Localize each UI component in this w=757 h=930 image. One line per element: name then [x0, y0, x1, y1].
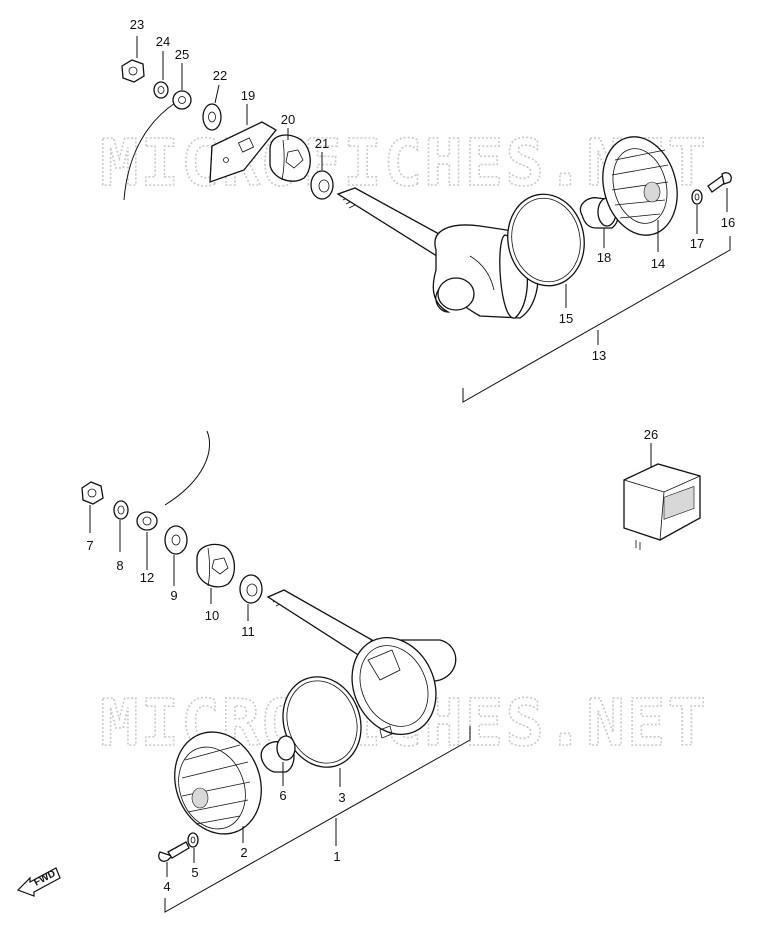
screw-16 [707, 172, 732, 193]
housing-top [336, 187, 539, 319]
oring-3 [282, 676, 362, 768]
callout-17: 17 [690, 236, 704, 251]
callout-2: 2 [240, 845, 247, 860]
washer-24 [153, 81, 169, 99]
callout-12: 12 [140, 570, 154, 585]
screw-4 [158, 841, 190, 862]
callout-3: 3 [338, 790, 345, 805]
callout-6: 6 [279, 788, 286, 803]
oring-15 [507, 193, 585, 287]
callout-18: 18 [597, 250, 611, 265]
collar-21 [310, 170, 334, 200]
callout-25: 25 [175, 47, 189, 62]
callout-13: 13 [592, 348, 606, 363]
nut-23 [121, 59, 145, 83]
relay-26 [623, 443, 701, 550]
callout-19: 19 [241, 88, 255, 103]
wire-bottom [164, 430, 211, 506]
callout-22: 22 [213, 68, 227, 83]
washer-17 [691, 189, 703, 205]
callout-1: 1 [333, 849, 340, 864]
callout-21: 21 [315, 136, 329, 151]
callout-14: 14 [651, 256, 665, 271]
terminal-25 [172, 90, 192, 110]
callout-23: 23 [130, 17, 144, 32]
wire-top [123, 102, 176, 201]
callout-7: 7 [86, 538, 93, 553]
callout-8: 8 [116, 558, 123, 573]
lens-2 [174, 731, 262, 835]
grommet-20 [269, 134, 311, 182]
bracket-19 [209, 121, 277, 183]
callout-5: 5 [191, 865, 198, 880]
washer-22 [202, 103, 222, 131]
washer-9 [164, 525, 188, 555]
grommet-10 [196, 543, 235, 588]
washer-8 [113, 500, 129, 520]
callout-11: 11 [241, 624, 255, 639]
leaders-bottom [89, 505, 471, 913]
callout-4: 4 [163, 879, 170, 894]
lens-14 [602, 136, 678, 236]
callout-9: 9 [170, 588, 177, 603]
callout-15: 15 [559, 311, 573, 326]
callout-20: 20 [281, 112, 295, 127]
fwd-arrow-icon: FWD [16, 867, 61, 897]
washer-5 [187, 832, 199, 848]
bulb-6 [260, 735, 296, 773]
leaders-top [136, 36, 731, 403]
callout-16: 16 [721, 215, 735, 230]
callout-10: 10 [205, 608, 219, 623]
nut-7 [81, 481, 104, 505]
housing-bottom [266, 589, 457, 739]
callout-24: 24 [156, 34, 170, 49]
callout-26: 26 [644, 427, 658, 442]
terminal-12 [136, 511, 158, 531]
collar-11 [239, 574, 263, 604]
